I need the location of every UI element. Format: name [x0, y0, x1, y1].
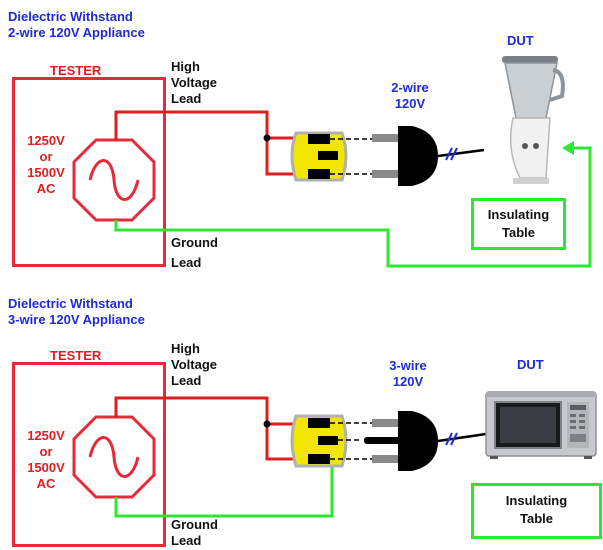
plug-3wire-icon	[364, 411, 487, 471]
ground-lead-label: Ground Lead	[171, 517, 218, 548]
source-voltage-label: 1250V or 1500V AC	[27, 428, 65, 491]
blender-icon	[502, 56, 565, 184]
tester-label: TESTER	[50, 63, 102, 78]
source-voltage-label: 1250V or 1500V AC	[27, 133, 65, 196]
insulating-table	[471, 483, 602, 539]
dut-label: DUT	[507, 33, 534, 48]
junction-dot	[263, 134, 271, 142]
junction-dot	[263, 420, 271, 428]
section-3wire-title: Dielectric Withstand 3-wire 120V Applian…	[8, 296, 145, 327]
section-2wire-title: Dielectric Withstand 2-wire 120V Applian…	[8, 9, 145, 40]
cord-label: 2-wire 120V	[391, 80, 429, 111]
tester-label: TESTER	[50, 348, 102, 363]
tester-box	[12, 362, 166, 547]
cord-label: 3-wire 120V	[389, 358, 427, 389]
hv-lead-label: High Voltage Lead	[171, 341, 217, 388]
ac-source-icon	[72, 138, 156, 222]
insulating-table	[471, 198, 566, 250]
ground-lead-label: Ground Lead	[171, 235, 218, 270]
ground-wire	[114, 141, 592, 268]
tester-box	[12, 77, 166, 267]
hv-lead-label: High Voltage Lead	[171, 59, 217, 106]
insulating-table-label: Insulating Table	[505, 493, 568, 526]
outlet-2wire-icon	[290, 131, 372, 182]
dut-label: DUT	[517, 357, 544, 372]
plug-2wire-icon	[372, 126, 485, 186]
outlet-3wire-icon	[290, 414, 372, 468]
insulating-table-label: Insulating Table	[487, 207, 550, 240]
microwave-icon	[485, 391, 597, 459]
ac-source-icon	[72, 415, 156, 499]
